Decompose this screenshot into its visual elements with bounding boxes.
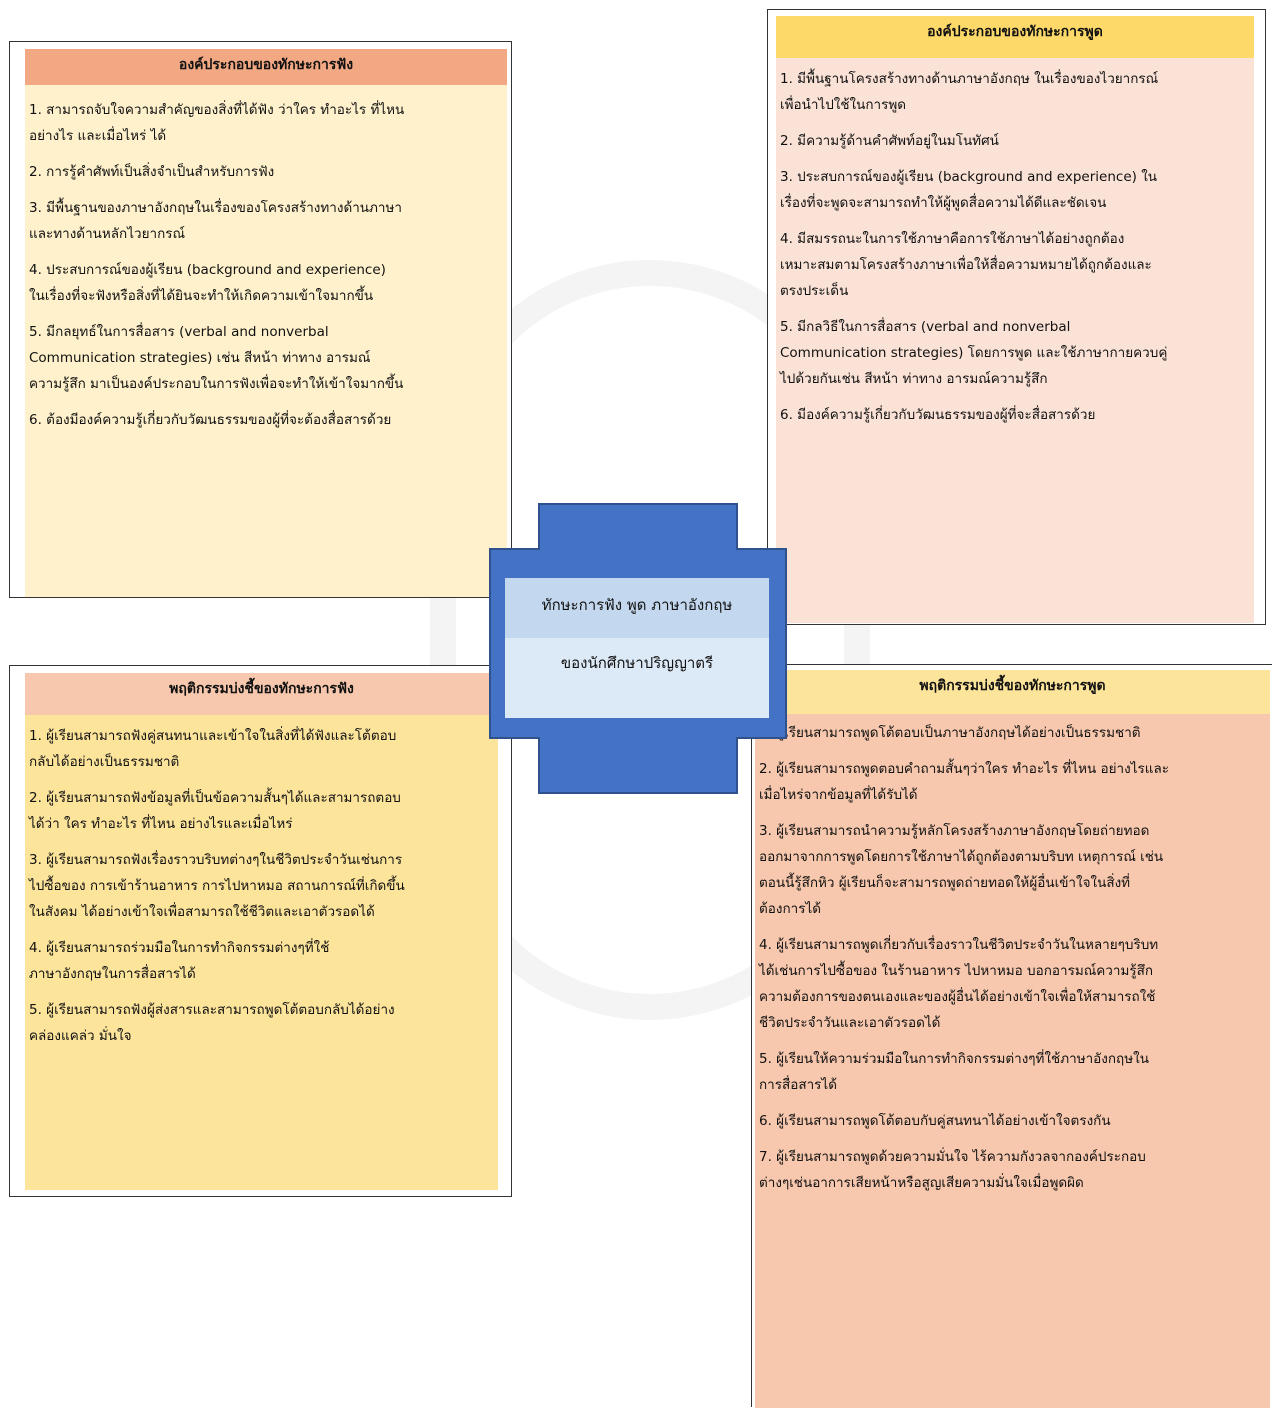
list-item-line: 7. ผู้เรียนสามารถพูดด้วยความมั่นใจ ไร้คว… xyxy=(759,1149,1146,1165)
list-item-line: ไปด้วยกันเช่น สีหน้า ท่าทาง อารมณ์ความรู… xyxy=(780,371,1048,387)
listening-indicators-title: พฤติกรรมบ่งชี้ของทักษะการฟัง xyxy=(25,673,498,715)
listening-indicators-box: พฤติกรรมบ่งชี้ของทักษะการฟัง 1. ผู้เรียน… xyxy=(9,665,512,1197)
list-item: 5. ผู้เรียนสามารถฟังผู้ส่งสารและสามารถพู… xyxy=(25,997,498,1059)
list-item-line: ชีวิตประจำวันและเอาตัวรอดได้ xyxy=(759,1015,941,1031)
list-item-line: คล่องแคล่ว มั่นใจ xyxy=(29,1028,132,1044)
speaking-components-list: 1. มีพื้นฐานโครงสร้างทางด้านภาษาอังกฤษ ใ… xyxy=(776,58,1254,438)
list-item-line: และทางด้านหลักไวยากรณ์ xyxy=(29,226,186,242)
list-item-line: เรื่องที่จะพูดจะสามารถทำให้ผู้พูดสื่อควา… xyxy=(780,195,1107,211)
list-item-line: 6. ต้องมีองค์ความรู้เกี่ยวกับวัฒนธรรมของ… xyxy=(29,412,392,428)
speaking-components-panel: องค์ประกอบของทักษะการพูด 1. มีพื้นฐานโคร… xyxy=(776,16,1254,623)
list-item-line: 4. ประสบการณ์ของผู้เรียน (background and… xyxy=(29,262,386,278)
list-item-line: 4. ผู้เรียนสามารถพูดเกี่ยวกับเรื่องราวใน… xyxy=(759,937,1159,953)
listening-indicators-panel: พฤติกรรมบ่งชี้ของทักษะการฟัง 1. ผู้เรียน… xyxy=(25,673,498,1190)
list-item-line: เมื่อไหร่จากข้อมูลที่ได้รับได้ xyxy=(759,787,918,803)
list-item: 2. ผู้เรียนสามารถพูดตอบคำถามสั้นๆว่าใคร … xyxy=(755,756,1270,818)
listening-components-panel: องค์ประกอบของทักษะการฟัง 1. สามารถจับใจค… xyxy=(25,49,507,597)
listening-components-box: องค์ประกอบของทักษะการฟัง 1. สามารถจับใจค… xyxy=(9,41,512,598)
list-item-line: เหมาะสมตามโครงสร้างภาษาเพื่อให้สื่อความห… xyxy=(780,257,1152,273)
list-item-line: 5. ผู้เรียนสามารถฟังผู้ส่งสารและสามารถพู… xyxy=(29,1002,395,1018)
list-item-line: ได้ว่า ใคร ทำอะไร ที่ไหน อย่างไรและเมื่อ… xyxy=(29,816,293,832)
list-item: 4. มีสมรรถนะในการใช้ภาษาคือการใช้ภาษาได้… xyxy=(776,226,1254,314)
list-item-line: 2. การรู้คำศัพท์เป็นสิ่งจำเป็นสำหรับการฟ… xyxy=(29,164,275,180)
listening-indicators-list: 1. ผู้เรียนสามารถฟังคู่สนทนาและเข้าใจในส… xyxy=(25,715,498,1059)
listening-components-title: องค์ประกอบของทักษะการฟัง xyxy=(25,49,507,85)
list-item-line: 3. ผู้เรียนสามารถนำความรู้หลักโครงสร้างภ… xyxy=(759,823,1150,839)
list-item: 7. ผู้เรียนสามารถพูดด้วยความมั่นใจ ไร้คว… xyxy=(755,1144,1270,1206)
speaking-indicators-title: พฤติกรรมบ่งชี้ของทักษะการพูด xyxy=(755,670,1270,714)
list-item-line: 2. มีความรู้ด้านคำศัพท์อยู่ในมโนทัศน์ xyxy=(780,133,999,149)
list-item: 4. ประสบการณ์ของผู้เรียน (background and… xyxy=(25,257,507,319)
list-item: 3. ผู้เรียนสามารถฟังเรื่องราวบริบทต่างๆใ… xyxy=(25,847,498,935)
list-item-line: 1. มีพื้นฐานโครงสร้างทางด้านภาษาอังกฤษ ใ… xyxy=(780,71,1159,87)
list-item: 1. สามารถจับใจความสำคัญของสิ่งที่ได้ฟัง … xyxy=(25,97,507,159)
center-title-line1: ทักษะการฟัง พูด ภาษาอังกฤษ xyxy=(505,578,769,638)
speaking-components-title: องค์ประกอบของทักษะการพูด xyxy=(776,16,1254,58)
list-item: 3. ประสบการณ์ของผู้เรียน (background and… xyxy=(776,164,1254,226)
list-item: 5. มีกลวิธีในการสื่อสาร (verbal and nonv… xyxy=(776,314,1254,402)
center-label-card: ทักษะการฟัง พูด ภาษาอังกฤษ ของนักศึกษาปร… xyxy=(505,578,769,718)
list-item: 3. ผู้เรียนสามารถนำความรู้หลักโครงสร้างภ… xyxy=(755,818,1270,932)
list-item-line: ไปซื้อของ การเข้าร้านอาหาร การไปหาหมอ สถ… xyxy=(29,878,405,894)
list-item-line: 5. ผู้เรียนให้ความร่วมมือในการทำกิจกรรมต… xyxy=(759,1051,1149,1067)
list-item: 3. มีพื้นฐานของภาษาอังกฤษในเรื่องของโครง… xyxy=(25,195,507,257)
list-item-line: ออกมาจากการพูดโดยการใช้ภาษาได้ถูกต้องตาม… xyxy=(759,849,1164,865)
list-item-line: ตรงประเด็น xyxy=(780,283,849,299)
list-item-line: กลับได้อย่างเป็นธรรมชาติ xyxy=(29,754,180,770)
list-item-line: ตอนนี้รู้สึกหิว ผู้เรียนก็จะสามารถพูดถ่า… xyxy=(759,875,1131,891)
list-item-line: 3. มีพื้นฐานของภาษาอังกฤษในเรื่องของโครง… xyxy=(29,200,402,216)
list-item-line: ในเรื่องที่จะฟังหรือสิ่งที่ได้ยินจะทำให้… xyxy=(29,288,374,304)
list-item-line: Communication strategies) เช่น สีหน้า ท่… xyxy=(29,350,371,366)
list-item-line: การสื่อสารได้ xyxy=(759,1077,837,1093)
list-item-line: 4. ผู้เรียนสามารถร่วมมือในการทำกิจกรรมต่… xyxy=(29,940,330,956)
list-item: 2. มีความรู้ด้านคำศัพท์อยู่ในมโนทัศน์ xyxy=(776,128,1254,164)
list-item-line: 6. มีองค์ความรู้เกี่ยวกับวัฒนธรรมของผู้ท… xyxy=(780,407,1096,423)
list-item: 6. มีองค์ความรู้เกี่ยวกับวัฒนธรรมของผู้ท… xyxy=(776,402,1254,438)
list-item: 1. ผู้เรียนสามารถฟังคู่สนทนาและเข้าใจในส… xyxy=(25,723,498,785)
list-item-line: 3. ประสบการณ์ของผู้เรียน (background and… xyxy=(780,169,1158,185)
list-item: 4. ผู้เรียนสามารถร่วมมือในการทำกิจกรรมต่… xyxy=(25,935,498,997)
list-item-line: 5. มีกลวิธีในการสื่อสาร (verbal and nonv… xyxy=(780,319,1071,335)
list-item: 5. ผู้เรียนให้ความร่วมมือในการทำกิจกรรมต… xyxy=(755,1046,1270,1108)
speaking-components-box: องค์ประกอบของทักษะการพูด 1. มีพื้นฐานโคร… xyxy=(767,9,1266,625)
list-item-line: 3. ผู้เรียนสามารถฟังเรื่องราวบริบทต่างๆใ… xyxy=(29,852,403,868)
list-item: 1. มีพื้นฐานโครงสร้างทางด้านภาษาอังกฤษ ใ… xyxy=(776,66,1254,128)
list-item-line: 2. ผู้เรียนสามารถพูดตอบคำถามสั้นๆว่าใคร … xyxy=(759,761,1169,777)
list-item-line: ภาษาอังกฤษในการสื่อสารได้ xyxy=(29,966,196,982)
list-item: 2. ผู้เรียนสามารถฟังข้อมูลที่เป็นข้อความ… xyxy=(25,785,498,847)
list-item: 2. การรู้คำศัพท์เป็นสิ่งจำเป็นสำหรับการฟ… xyxy=(25,159,507,195)
list-item-line: 1. ผู้เรียนสามารถฟังคู่สนทนาและเข้าใจในส… xyxy=(29,728,397,744)
list-item-line: 1. ผู้เรียนสามารถพูดโต้ตอบเป็นภาษาอังกฤษ… xyxy=(759,725,1141,741)
list-item: 1. ผู้เรียนสามารถพูดโต้ตอบเป็นภาษาอังกฤษ… xyxy=(755,720,1270,756)
speaking-indicators-list: 1. ผู้เรียนสามารถพูดโต้ตอบเป็นภาษาอังกฤษ… xyxy=(755,714,1270,1206)
list-item-line: อย่างไร และเมื่อไหร่ ได้ xyxy=(29,128,167,144)
list-item-line: ได้เช่นการไปซื้อของ ในร้านอาหาร ไปหาหมอ … xyxy=(759,963,1154,979)
list-item-line: เพื่อนำไปใช้ในการพูด xyxy=(780,97,907,113)
list-item: 4. ผู้เรียนสามารถพูดเกี่ยวกับเรื่องราวใน… xyxy=(755,932,1270,1046)
list-item-line: ในสังคม ได้อย่างเข้าใจเพื่อสามารถใช้ชีวิ… xyxy=(29,904,375,920)
list-item: 6. ผู้เรียนสามารถพูดโต้ตอบกับคู่สนทนาได้… xyxy=(755,1108,1270,1144)
list-item-line: ต่างๆเช่นอาการเสียหน้าหรือสูญเสียความมั่… xyxy=(759,1175,1084,1191)
list-item-line: ต้องการได้ xyxy=(759,901,822,917)
list-item-line: 1. สามารถจับใจความสำคัญของสิ่งที่ได้ฟัง … xyxy=(29,102,405,118)
list-item: 6. ต้องมีองค์ความรู้เกี่ยวกับวัฒนธรรมของ… xyxy=(25,407,507,443)
list-item-line: Communication strategies) โดยการพูด และใ… xyxy=(780,345,1168,361)
speaking-indicators-box: พฤติกรรมบ่งชี้ของทักษะการพูด 1. ผู้เรียน… xyxy=(751,664,1272,1408)
listening-components-list: 1. สามารถจับใจความสำคัญของสิ่งที่ได้ฟัง … xyxy=(25,85,507,443)
list-item-line: ความรู้สึก มาเป็นองค์ประกอบในการฟังเพื่อ… xyxy=(29,376,404,392)
list-item: 5. มีกลยุทธ์ในการสื่อสาร (verbal and non… xyxy=(25,319,507,407)
list-item-line: 2. ผู้เรียนสามารถฟังข้อมูลที่เป็นข้อความ… xyxy=(29,790,401,806)
list-item-line: 5. มีกลยุทธ์ในการสื่อสาร (verbal and non… xyxy=(29,324,329,340)
center-title-line2: ของนักศึกษาปริญญาตรี xyxy=(560,654,714,672)
list-item-line: ความต้องการของตนเองและของผู้อื่นได้อย่าง… xyxy=(759,989,1156,1005)
list-item-line: 6. ผู้เรียนสามารถพูดโต้ตอบกับคู่สนทนาได้… xyxy=(759,1113,1111,1129)
speaking-indicators-panel: พฤติกรรมบ่งชี้ของทักษะการพูด 1. ผู้เรียน… xyxy=(755,670,1270,1408)
list-item-line: 4. มีสมรรถนะในการใช้ภาษาคือการใช้ภาษาได้… xyxy=(780,231,1125,247)
